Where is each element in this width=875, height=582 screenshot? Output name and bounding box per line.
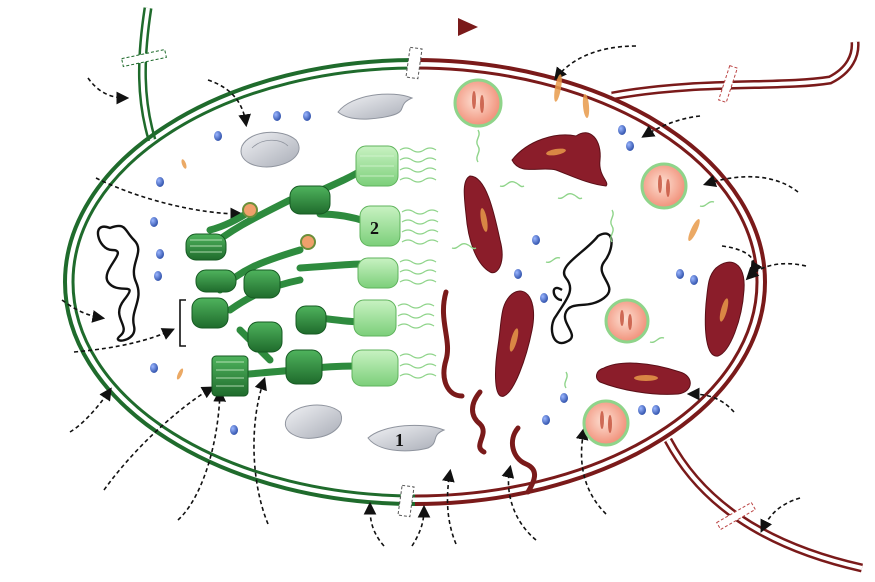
vesicles xyxy=(453,78,688,447)
chromoplast-bodies xyxy=(463,132,745,397)
starch-grain-icon xyxy=(367,424,446,452)
dna-coil-right xyxy=(550,232,613,345)
dna-coil-left xyxy=(96,224,140,342)
label-2: 2 xyxy=(370,218,379,238)
stromule-left xyxy=(121,7,167,142)
grana-stacks-light xyxy=(351,145,401,387)
tubules xyxy=(440,289,537,495)
lipid-droplet-icon xyxy=(150,111,698,435)
stromule-bottom-right xyxy=(664,437,863,573)
starch-grain-icon xyxy=(284,404,342,439)
label-1: 1 xyxy=(395,430,404,450)
unraveling-membranes xyxy=(397,147,439,379)
plastoglobule-icon xyxy=(242,202,316,250)
vesicle-crystals xyxy=(472,91,670,433)
stromule-top-right xyxy=(611,41,860,103)
stack-lines xyxy=(190,155,394,387)
bracket-mark xyxy=(179,299,186,347)
starch-grain-icon xyxy=(337,93,414,120)
chromoplast-crystals xyxy=(176,74,729,381)
influx-arrows xyxy=(61,45,807,547)
thylakoid-network xyxy=(185,145,439,397)
released-membranes xyxy=(451,129,715,389)
transition-arrow xyxy=(364,18,478,36)
plastid-envelope xyxy=(63,46,767,518)
starch-grain-icon xyxy=(240,131,300,168)
